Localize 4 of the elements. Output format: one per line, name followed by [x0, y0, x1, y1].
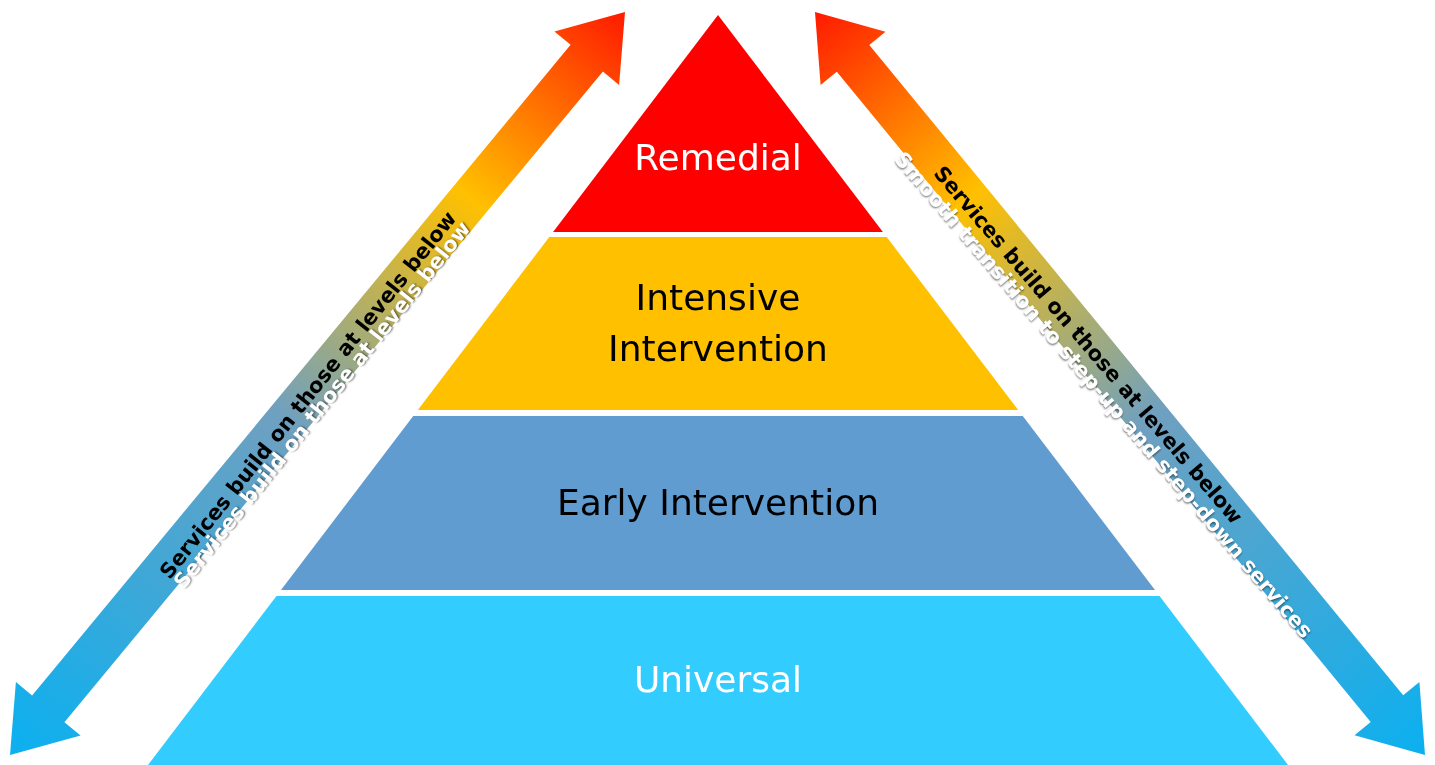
layer-label: Universal [633, 658, 803, 703]
layer-label: Remedial [634, 136, 802, 181]
layer-label: Intensive Intervention [607, 276, 829, 371]
layer-label: Early Intervention [556, 480, 880, 525]
